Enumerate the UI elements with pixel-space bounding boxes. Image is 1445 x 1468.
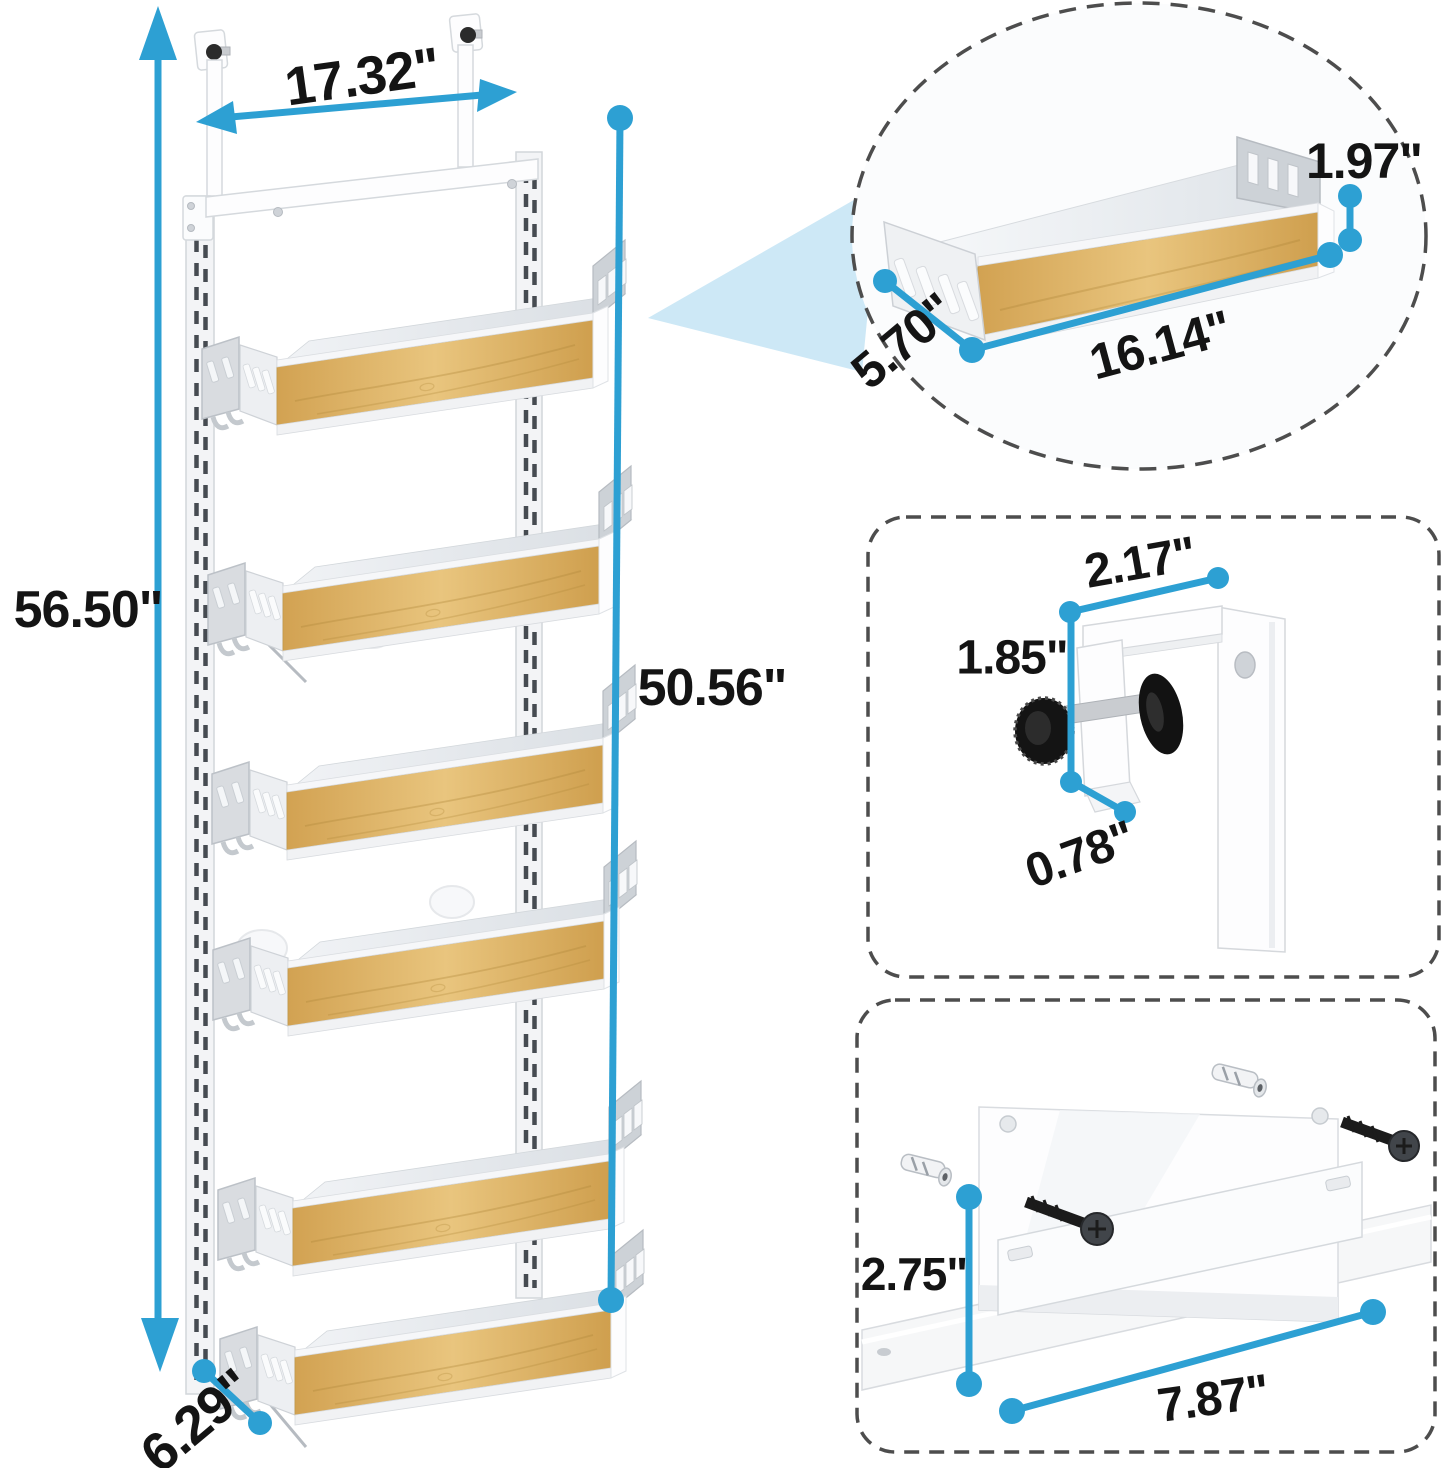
screw-left (1024, 1195, 1114, 1246)
basket-height-label: 1.97" (1305, 133, 1423, 189)
main-total-height-label: 56.50" (13, 581, 164, 639)
total-height-dimension (139, 6, 179, 1372)
width-dimension (196, 79, 517, 134)
wall-bracket-detail-dimensions (956, 1184, 1386, 1424)
thumb-screw-knob (1013, 696, 1075, 766)
door-hook-left (193, 29, 231, 201)
screw-right (1340, 1115, 1420, 1162)
door-hook-detail-box (866, 515, 1441, 979)
basket-5 (218, 1081, 642, 1276)
top-hanging-bar (182, 158, 539, 241)
suction-cups (236, 372, 475, 967)
callout-wedge (648, 185, 880, 372)
thumb-screw-inner-pad (1138, 673, 1184, 755)
hook-height-label: 1.85" (956, 631, 1068, 685)
rail-height-dimension (598, 105, 633, 1313)
wall-anchor-right (1211, 1063, 1267, 1098)
main-rail-height-label: 50.56" (637, 659, 788, 717)
wall-bracket-detail-illustration (861, 1063, 1432, 1391)
basket-2 (208, 466, 632, 661)
basket-1 (202, 240, 626, 435)
door-hook-detail-illustration (1013, 605, 1286, 953)
wall-anchor-left (900, 1153, 952, 1187)
basket-detail-dimensions (873, 184, 1362, 363)
basket-3 (212, 665, 636, 860)
door-hook-detail-dimensions (1059, 567, 1229, 823)
depth-dimension (192, 1359, 272, 1435)
rack-illustration (182, 13, 644, 1448)
door-hook-right (448, 13, 484, 168)
bracket-height-label: 2.75" (860, 1248, 968, 1300)
